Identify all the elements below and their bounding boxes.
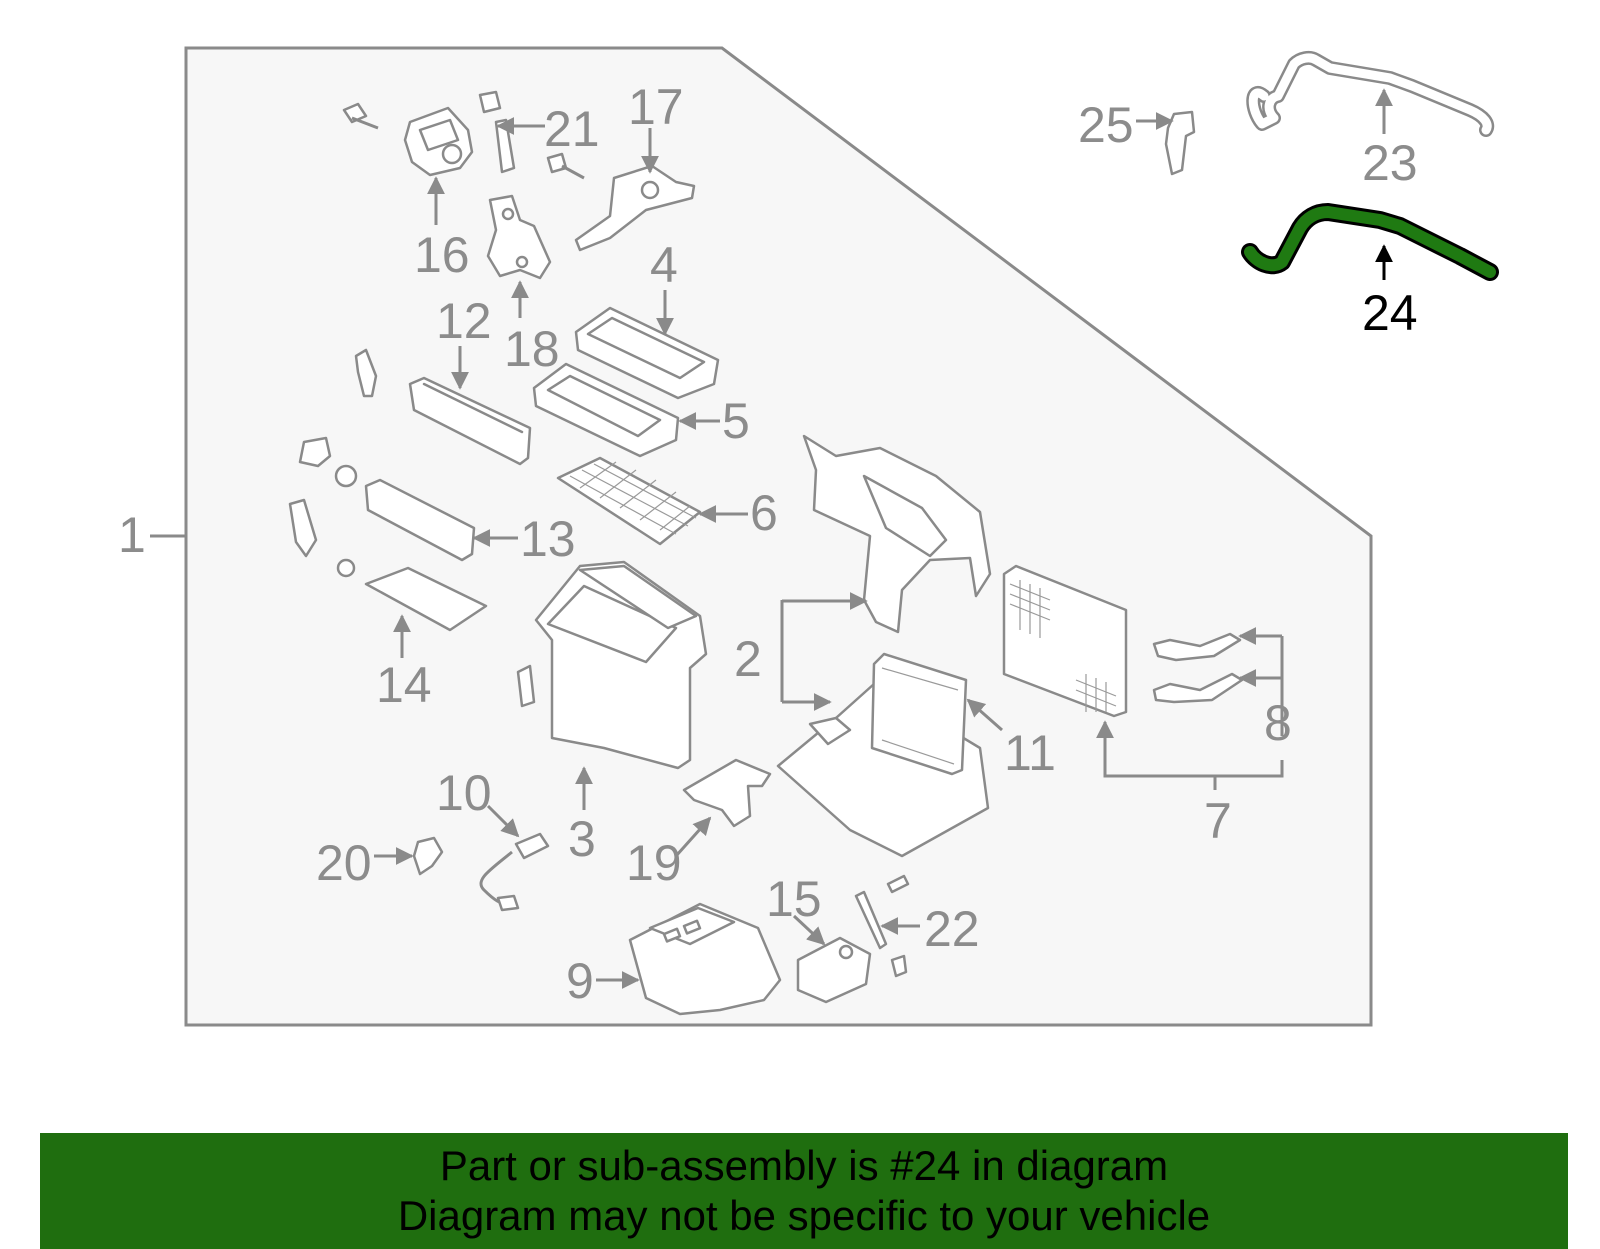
callout-18: 18 xyxy=(504,321,560,377)
callout-9: 9 xyxy=(566,953,594,1009)
callout-13: 13 xyxy=(520,511,576,567)
part-2-duct-upper xyxy=(802,434,992,634)
part-10-sensor xyxy=(479,832,550,912)
callout-14: 14 xyxy=(376,657,432,713)
callout-21: 21 xyxy=(544,101,600,157)
assembly-outline xyxy=(184,46,1373,1027)
part-19-bracket xyxy=(682,758,772,828)
part-7-evaporator xyxy=(1002,564,1128,718)
callout-6: 6 xyxy=(750,485,778,541)
callout-4: 4 xyxy=(650,237,678,293)
callout-7: 7 xyxy=(1204,793,1232,849)
banner-line-1: Part or sub-assembly is #24 in diagram xyxy=(439,1142,1169,1189)
part-23-hose xyxy=(1246,50,1495,137)
part-4-seal-frame xyxy=(574,306,720,400)
part-18-bracket xyxy=(486,194,552,280)
callout-2: 2 xyxy=(734,631,762,687)
part-11-heater-core xyxy=(870,652,968,776)
callout-20: 20 xyxy=(316,835,372,891)
part-17-bracket xyxy=(574,164,696,252)
callout-19: 19 xyxy=(626,835,682,891)
part-9-blower-housing xyxy=(628,902,782,1016)
part-24-hose-highlighted xyxy=(1241,203,1499,281)
callout-11: 11 xyxy=(1004,725,1056,781)
callout-15: 15 xyxy=(766,871,822,927)
part-20-clip xyxy=(412,836,444,876)
part-13-door xyxy=(298,436,476,562)
part-15-module xyxy=(796,936,872,1004)
part-16-actuator xyxy=(342,102,474,177)
callout-8: 8 xyxy=(1264,695,1292,751)
part-22-rod xyxy=(854,874,910,978)
callout-10: 10 xyxy=(436,765,492,821)
callout-12: 12 xyxy=(436,293,492,349)
callout-1: 1 xyxy=(118,507,146,563)
part-5-seal-frame xyxy=(532,362,680,458)
callout-17: 17 xyxy=(628,79,684,135)
callout-24: 24 xyxy=(1362,285,1418,341)
callout-16: 16 xyxy=(414,227,470,283)
banner-line-2: Diagram may not be specific to your vehi… xyxy=(397,1192,1211,1239)
callout-5: 5 xyxy=(722,393,750,449)
part-3-heater-case xyxy=(516,560,708,770)
part-12-door xyxy=(354,348,532,466)
part-14-filter xyxy=(288,498,488,632)
callout-3: 3 xyxy=(568,811,596,867)
callout-25: 25 xyxy=(1078,97,1134,153)
info-banner: Part or sub-assembly is #24 in diagram D… xyxy=(40,1133,1568,1249)
callout-23: 23 xyxy=(1362,135,1418,191)
callout-22: 22 xyxy=(924,901,980,957)
